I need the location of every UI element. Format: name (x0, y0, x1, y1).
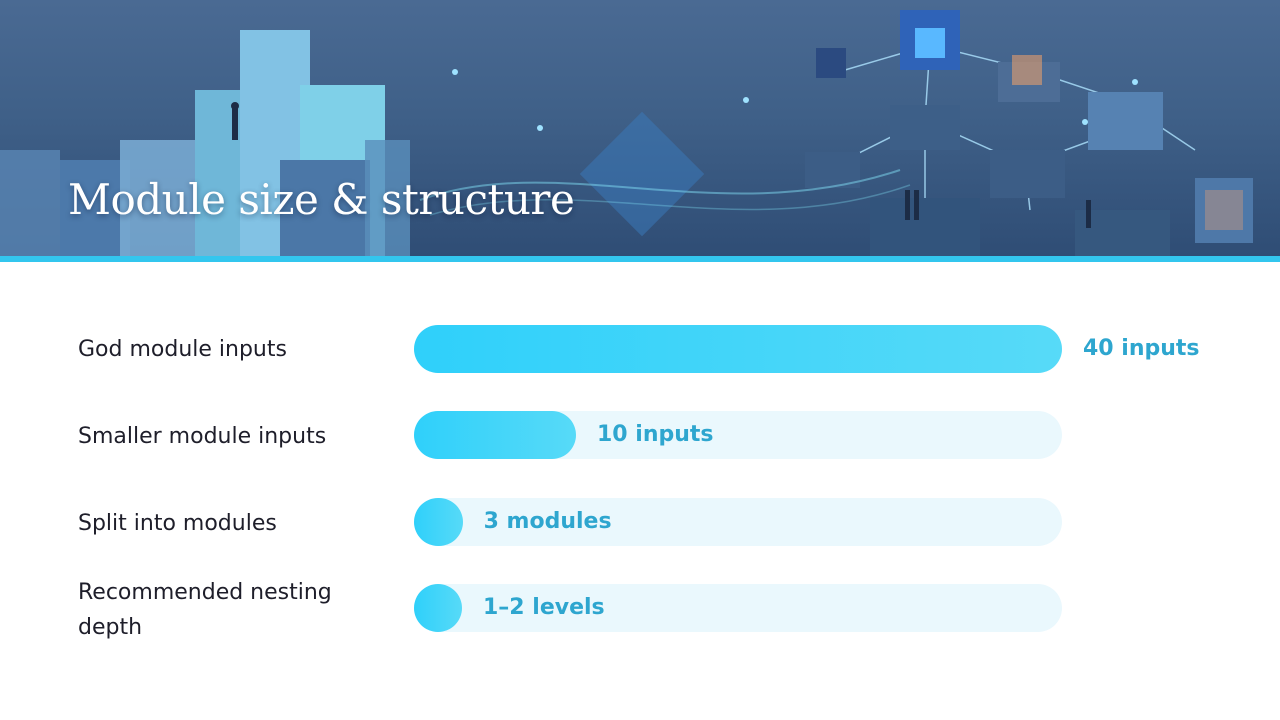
bar (414, 325, 1062, 373)
page-title: Module size & structure (68, 175, 575, 224)
category-label: Recommended nesting depth (78, 580, 332, 640)
bar-track (414, 498, 1062, 546)
banner-illustration (0, 10, 1253, 256)
value-label: 10 inputs (597, 422, 714, 447)
value-label: 3 modules (483, 509, 612, 534)
header-banner: Module size & structure (0, 0, 1280, 256)
value-label: 1–2 levels (483, 595, 605, 620)
bar (414, 498, 463, 546)
bar-track (414, 584, 1062, 632)
bar (414, 411, 576, 459)
bar (414, 584, 462, 632)
category-label: God module inputs (78, 337, 287, 362)
header-divider (0, 256, 1280, 262)
category-label: Smaller module inputs (78, 424, 327, 449)
category-label: Split into modules (78, 511, 277, 536)
value-label: 40 inputs (1083, 336, 1200, 361)
